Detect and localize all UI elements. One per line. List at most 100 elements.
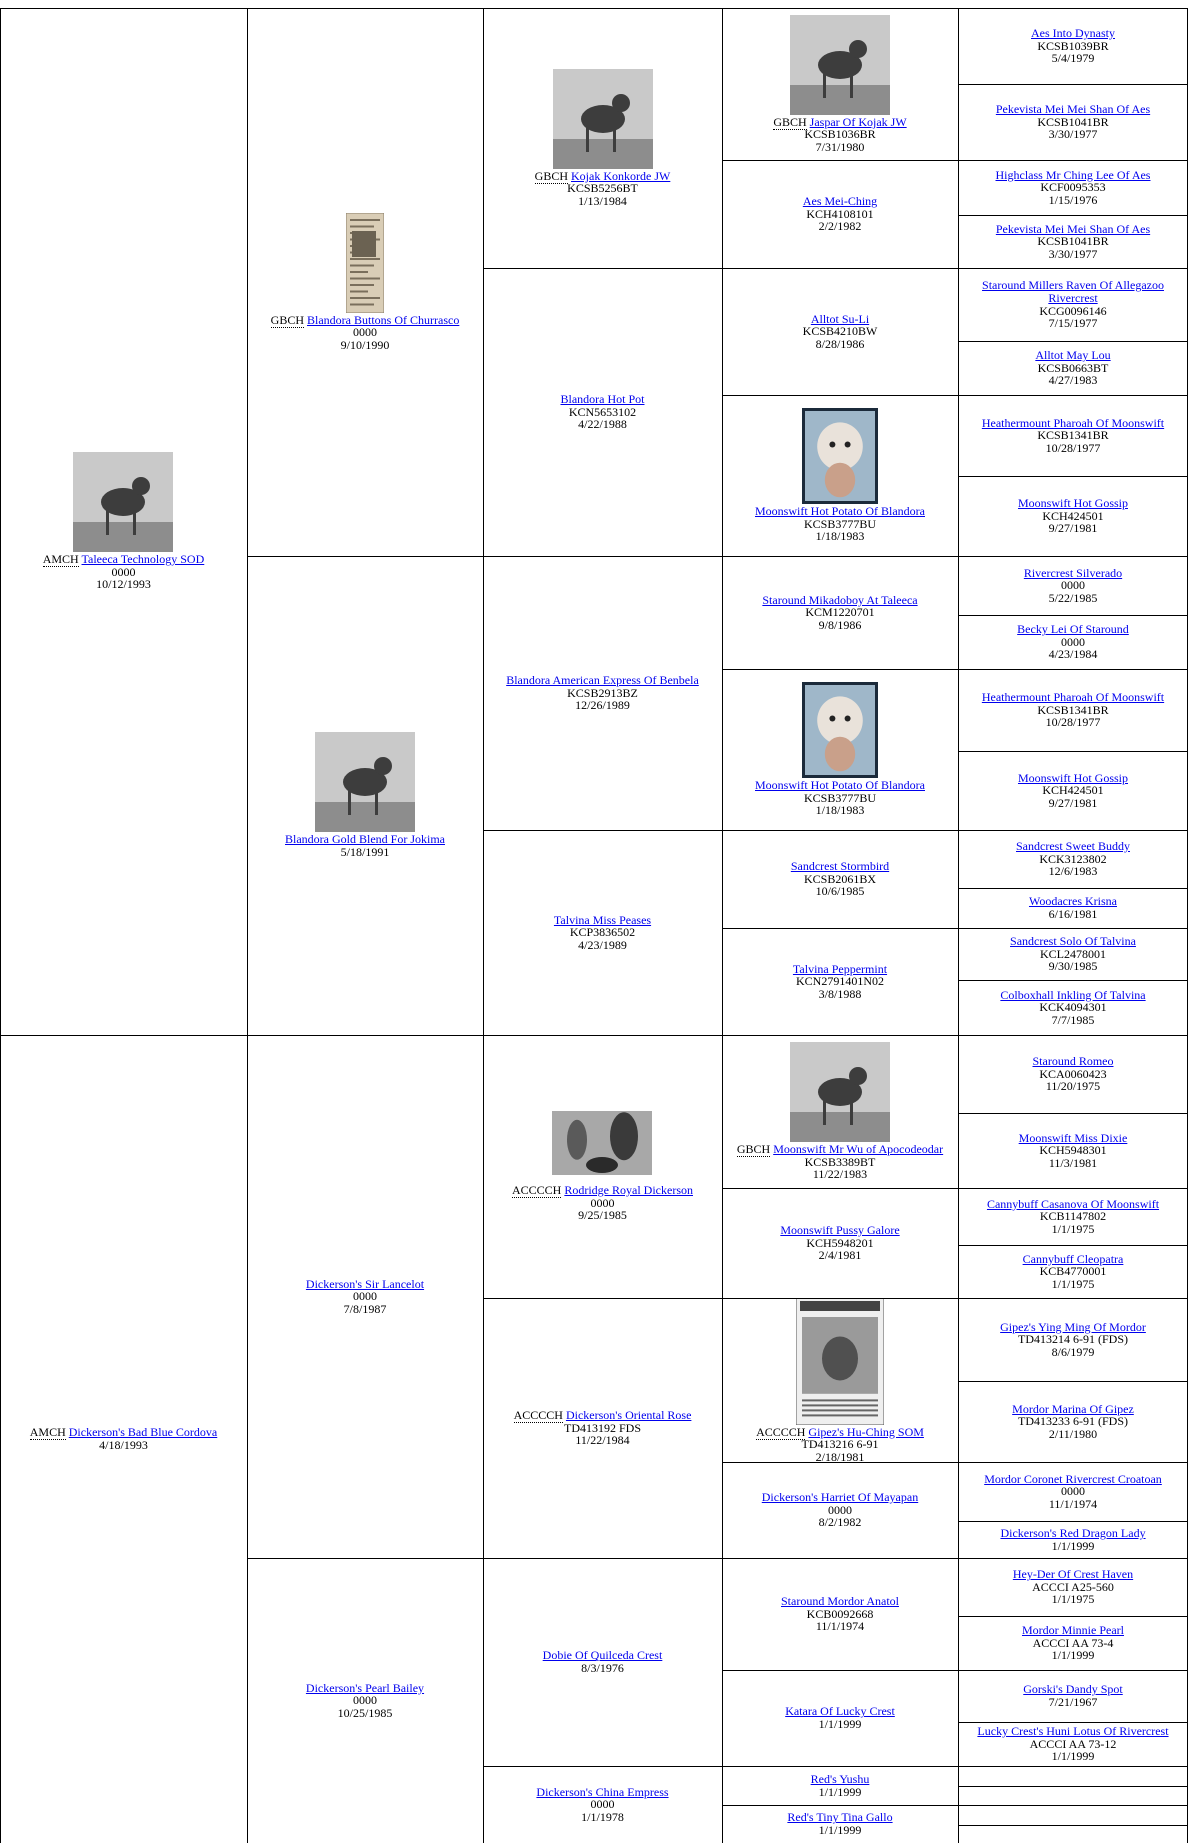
- registration-number: TD413233 6-91 (FDS): [1017, 1414, 1128, 1429]
- birth-date: 9/30/1985: [1048, 959, 1098, 974]
- row-divider: [958, 8, 1188, 9]
- dog-name-link[interactable]: Hey-Der Of Crest Haven: [1012, 1567, 1134, 1582]
- dog-name-link[interactable]: Moonswift Hot Gossip: [1017, 770, 1128, 785]
- birth-date: 8/28/1986: [815, 336, 865, 351]
- dog-name-link[interactable]: Moonswift Pussy Galore: [780, 1223, 900, 1238]
- row-divider: [958, 830, 1188, 831]
- dog-name-link[interactable]: Mordor Minnie Pearl: [1022, 1623, 1124, 1638]
- dog-name-link[interactable]: Sandcrest Solo Of Talvina: [1010, 934, 1136, 949]
- dog-name-link[interactable]: Dickerson's Sir Lancelot: [305, 1276, 425, 1291]
- dog-name-link[interactable]: Pekevista Mei Mei Shan Of Aes: [995, 221, 1151, 236]
- birth-date: 5/4/1979: [1051, 51, 1095, 66]
- registration-number: KCA0060423: [1039, 1066, 1107, 1081]
- dog-name-link[interactable]: Moonswift Mr Wu of Apocodeodar: [773, 1142, 944, 1157]
- dog-name-link[interactable]: Talvina Miss Peases: [553, 912, 652, 927]
- dog-name-link[interactable]: Staround Mikadoboy At Taleeca: [762, 592, 918, 607]
- row-divider: [958, 1722, 1188, 1723]
- title-abbrev: GBCH: [270, 312, 305, 328]
- pedigree-cell-gen5: [958, 1766, 1188, 1786]
- dog-name-link[interactable]: Moonswift Hot Potato Of Blandora: [755, 778, 925, 793]
- birth-date: 8/6/1979: [1051, 1344, 1095, 1359]
- dog-name-link[interactable]: Red's Tiny Tina Gallo: [787, 1810, 893, 1825]
- dog-name-link[interactable]: Moonswift Miss Dixie: [1018, 1130, 1128, 1145]
- birth-date: 11/22/1984: [575, 1433, 630, 1448]
- dog-name-link[interactable]: Colboxhall Inkling Of Talvina: [1000, 987, 1146, 1002]
- dog-name-link[interactable]: Moonswift Hot Potato Of Blandora: [755, 504, 925, 519]
- dog-name-link[interactable]: Staround Romeo: [1032, 1054, 1114, 1069]
- row-divider: [483, 830, 722, 831]
- dog-name-link[interactable]: Staround Mordor Anatol: [781, 1594, 899, 1609]
- dog-name-link[interactable]: Becky Lei Of Staround: [1017, 622, 1129, 637]
- dog-name-link[interactable]: Alltot May Lou: [1035, 348, 1111, 363]
- dog-name-link[interactable]: Rodridge Royal Dickerson: [564, 1183, 693, 1198]
- dog-name-link[interactable]: Moonswift Hot Gossip: [1017, 496, 1128, 511]
- dog-name-link[interactable]: Cannybuff Cleopatra: [1022, 1251, 1124, 1266]
- dog-name-link[interactable]: Red's Yushu: [810, 1771, 870, 1786]
- dog-name-link[interactable]: Blandora Gold Blend For Jokima: [285, 832, 445, 847]
- dog-name-link[interactable]: Sandcrest Stormbird: [790, 859, 890, 874]
- registration-number: 0000: [353, 325, 377, 340]
- row-divider: [958, 1381, 1188, 1382]
- birth-date: 11/1/1974: [1048, 1496, 1098, 1511]
- dog-name-link[interactable]: Highclass Mr Ching Lee Of Aes: [995, 167, 1151, 182]
- dog-name-link[interactable]: Talvina Peppermint: [792, 961, 888, 976]
- dog-name-link[interactable]: Gipez's Ying Ming Of Mordor: [1000, 1319, 1146, 1334]
- dog-name-link[interactable]: Dickerson's Red Dragon Lady: [1000, 1525, 1146, 1540]
- birth-date: 10/6/1985: [815, 884, 865, 899]
- dog-name-link[interactable]: Dickerson's Oriental Rose: [565, 1408, 692, 1423]
- dog-name-link[interactable]: Dickerson's Bad Blue Cordova: [68, 1425, 218, 1440]
- registration-number: KCH5948301: [1039, 1143, 1107, 1158]
- dog-name-link[interactable]: Blandora American Express Of Benbela: [506, 673, 699, 688]
- dog-name-link[interactable]: Gipez's Hu-Ching SOM: [808, 1424, 924, 1439]
- registration-number: KCB4770001: [1039, 1264, 1107, 1279]
- dog-name-link[interactable]: Dobie Of Quilceda Crest: [542, 1648, 663, 1663]
- row-divider: [958, 476, 1188, 477]
- row-divider: [958, 1786, 1188, 1787]
- dog-name-link[interactable]: Heathermount Pharoah Of Moonswift: [981, 690, 1165, 705]
- dog-name-link[interactable]: Blandora Buttons Of Churrasco: [307, 312, 460, 327]
- birth-date: 10/28/1977: [1045, 440, 1101, 455]
- dog-name-link[interactable]: Mordor Marina Of Gipez: [1012, 1401, 1134, 1416]
- dog-name-link[interactable]: Taleeca Technology SOD: [81, 552, 205, 567]
- dog-name-link[interactable]: Alltot Su-Li: [810, 311, 870, 326]
- dog-name-link[interactable]: Lucky Crest's Huni Lotus Of Rivercrest: [977, 1724, 1169, 1739]
- row-divider: [958, 888, 1188, 889]
- row-divider: [247, 1035, 483, 1036]
- dog-name-link[interactable]: Staround Millers Raven Of Allegazoo Rive…: [982, 278, 1164, 305]
- dog-name-link[interactable]: Jaspar Of Kojak JW: [809, 114, 907, 129]
- dog-name-link[interactable]: Sandcrest Sweet Buddy: [1016, 839, 1130, 854]
- birth-date: 9/10/1990: [340, 337, 390, 352]
- dog-name-link[interactable]: Heathermount Pharoah Of Moonswift: [981, 415, 1165, 430]
- dog-name-link[interactable]: Rivercrest Silverado: [1023, 565, 1123, 580]
- dog-name-link[interactable]: Gorski's Dandy Spot: [1023, 1682, 1123, 1697]
- dog-name-link[interactable]: Kojak Konkorde JW: [571, 168, 671, 183]
- dog-name-link[interactable]: Dickerson's Pearl Bailey: [305, 1680, 425, 1695]
- birth-date: 1/1/1978: [581, 1809, 624, 1824]
- dog-name-link[interactable]: Katara Of Lucky Crest: [785, 1704, 895, 1719]
- dog-name-link[interactable]: Mordor Coronet Rivercrest Croatoan: [984, 1471, 1162, 1486]
- dog-name-link[interactable]: Woodacres Krisna: [1028, 894, 1117, 909]
- dog-name-link[interactable]: Cannybuff Casanova Of Moonswift: [986, 1196, 1160, 1211]
- dog-name-link[interactable]: Aes Into Dynasty: [1031, 26, 1115, 41]
- row-divider: [722, 669, 958, 670]
- column-divider: [722, 8, 723, 1843]
- dog-name-link[interactable]: Dickerson's Harriet Of Mayapan: [761, 1490, 919, 1505]
- dog-name-link[interactable]: Aes Mei-Ching: [802, 194, 878, 209]
- birth-date: 10/12/1993: [96, 577, 151, 592]
- dog-name-link[interactable]: Pekevista Mei Mei Shan Of Aes: [995, 102, 1151, 117]
- dog-name-link[interactable]: Dickerson's China Empress: [536, 1784, 669, 1799]
- birth-date: 1/1/1999: [818, 1784, 862, 1799]
- dog-name-link[interactable]: Blandora Hot Pot: [560, 392, 645, 407]
- column-divider: [247, 8, 248, 1843]
- row-divider: [722, 1558, 958, 1559]
